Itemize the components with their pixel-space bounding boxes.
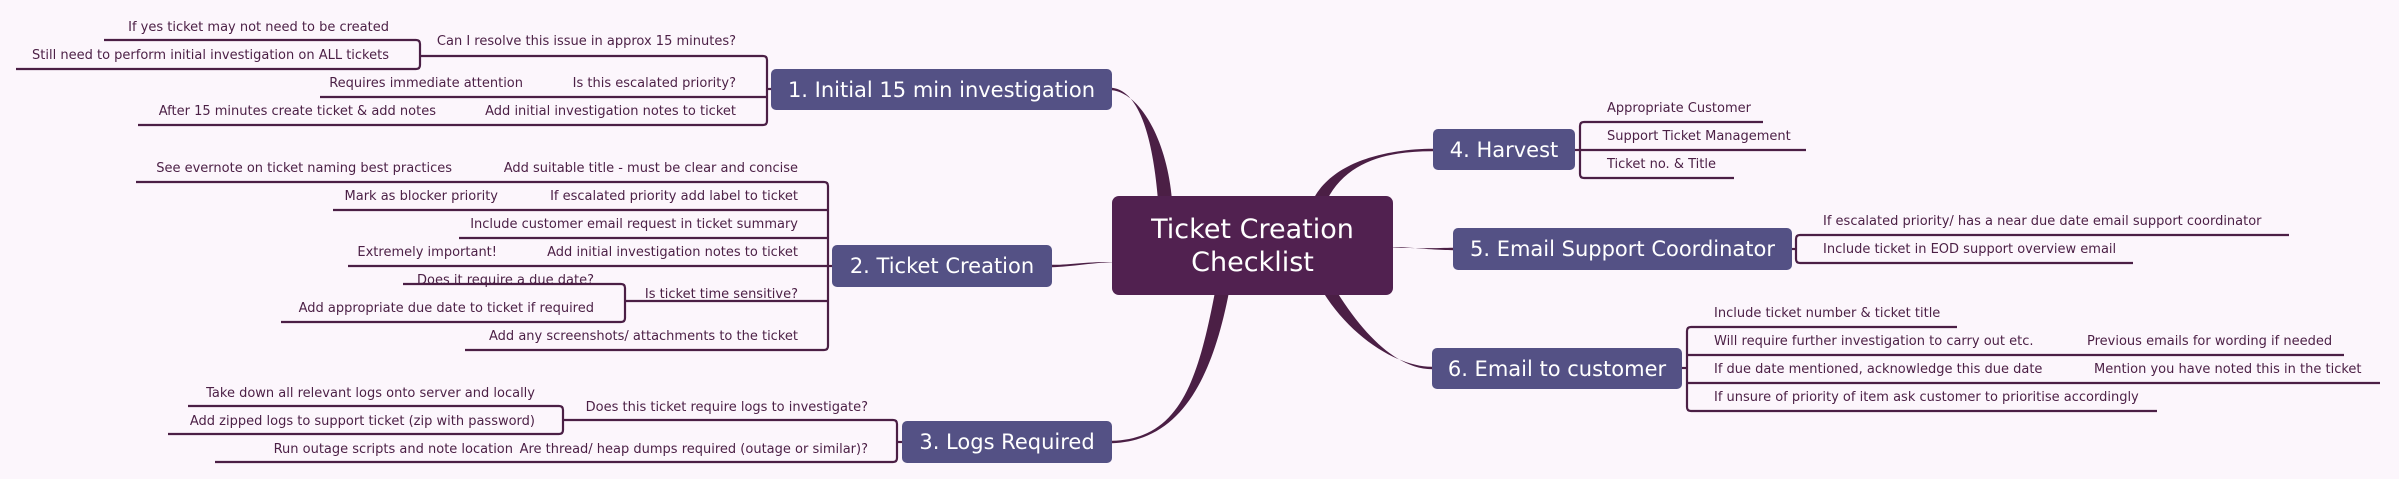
branch-harvest[interactable]: 4. Harvest bbox=[1433, 129, 1575, 170]
subtopic-outage-scripts[interactable]: Run outage scripts and note location bbox=[273, 442, 513, 457]
topic-add-initial-notes[interactable]: Add initial investigation notes to ticke… bbox=[485, 104, 736, 119]
connector-root-branch-6 bbox=[1323, 292, 1432, 370]
branch-initial-investigation[interactable]: 1. Initial 15 min investigation bbox=[771, 69, 1112, 110]
topic-acknowledge-due-date[interactable]: If due date mentioned, acknowledge this … bbox=[1714, 362, 2043, 377]
b1-sub1-underline bbox=[16, 64, 422, 71]
b3-underline bbox=[215, 457, 899, 464]
connector-root-branch-1 bbox=[1112, 87, 1172, 200]
topic-screenshots[interactable]: Add any screenshots/ attachments to the … bbox=[489, 329, 798, 344]
subtopic-blocker-priority[interactable]: Mark as blocker priority bbox=[344, 189, 498, 204]
branch-email-to-customer[interactable]: 6. Email to customer bbox=[1432, 348, 1682, 389]
root-title-line2: Checklist bbox=[1191, 246, 1314, 278]
topic-resolve-in-15[interactable]: Can I resolve this issue in approx 15 mi… bbox=[436, 34, 736, 49]
branch-ticket-creation[interactable]: 2. Ticket Creation bbox=[832, 245, 1052, 287]
topic-ticket-no-title[interactable]: Ticket no. & Title bbox=[1607, 157, 1716, 172]
connector-root-branch-2 bbox=[1052, 262, 1120, 268]
subtopic-evernote[interactable]: See evernote on ticket naming best pract… bbox=[156, 161, 452, 176]
topic-prioritise[interactable]: If unsure of priority of item ask custom… bbox=[1714, 390, 2139, 405]
topic-email-coordinator[interactable]: If escalated priority/ has a near due da… bbox=[1823, 214, 2262, 229]
root-node[interactable]: Ticket Creation Checklist bbox=[1112, 196, 1393, 295]
topic-time-sensitive[interactable]: Is ticket time sensitive? bbox=[644, 287, 798, 302]
topic-escalated-label[interactable]: If escalated priority add label to ticke… bbox=[550, 189, 798, 204]
subtopic-after-15-minutes[interactable]: After 15 minutes create ticket & add not… bbox=[158, 104, 436, 119]
subtopic-if-yes[interactable]: If yes ticket may not need to be created bbox=[128, 20, 389, 35]
topic-add-title[interactable]: Add suitable title - must be clear and c… bbox=[503, 161, 798, 176]
b6-underline bbox=[1685, 406, 2157, 413]
subtopic-extremely-important[interactable]: Extremely important! bbox=[357, 245, 497, 260]
b6-underline bbox=[1685, 325, 1957, 332]
b1-underline bbox=[420, 54, 769, 61]
subtopic-zipped-logs[interactable]: Add zipped logs to support ticket (zip w… bbox=[189, 414, 535, 429]
b3-sub1-underline bbox=[188, 404, 565, 411]
branch-label: 5. Email Support Coordinator bbox=[1469, 237, 1776, 261]
topic-appropriate-customer[interactable]: Appropriate Customer bbox=[1607, 101, 1751, 116]
topic-require-logs[interactable]: Does this ticket require logs to investi… bbox=[585, 400, 868, 415]
subtopic-previous-emails[interactable]: Previous emails for wording if needed bbox=[2087, 334, 2333, 349]
topic-add-initial-notes-2[interactable]: Add initial investigation notes to ticke… bbox=[547, 245, 798, 260]
branch-label: 3. Logs Required bbox=[919, 430, 1095, 454]
subtopic-still-need-investigation[interactable]: Still need to perform initial investigat… bbox=[32, 48, 389, 63]
branch-label: 1. Initial 15 min investigation bbox=[787, 77, 1096, 102]
subtopic-add-due-date[interactable]: Add appropriate due date to ticket if re… bbox=[298, 301, 594, 316]
topic-customer-email-summary[interactable]: Include customer email request in ticket… bbox=[470, 217, 798, 232]
b1-underline bbox=[138, 120, 769, 127]
b2-sub5-underline bbox=[403, 282, 627, 289]
topic-escalated-priority[interactable]: Is this escalated priority? bbox=[572, 76, 736, 91]
b3-underline bbox=[563, 418, 899, 425]
connector-root-branch-3 bbox=[1112, 292, 1229, 444]
topic-support-ticket-management[interactable]: Support Ticket Management bbox=[1607, 129, 1791, 144]
topic-further-investigation[interactable]: Will require further investigation to ca… bbox=[1714, 334, 2034, 349]
subtopic-requires-attention[interactable]: Requires immediate attention bbox=[329, 76, 523, 91]
b4-underline bbox=[1578, 120, 1763, 127]
topic-eod-overview[interactable]: Include ticket in EOD support overview e… bbox=[1823, 242, 2117, 257]
b3-sub1-underline bbox=[168, 429, 565, 436]
b5-underline bbox=[1794, 233, 2289, 240]
b2-sub5-underline bbox=[281, 317, 627, 324]
connector-root-branch-4 bbox=[1313, 148, 1433, 200]
subtopic-mention-noted[interactable]: Mention you have noted this in the ticke… bbox=[2094, 362, 2362, 377]
subtopic-take-down-logs[interactable]: Take down all relevant logs onto server … bbox=[206, 386, 535, 401]
b4-underline bbox=[1578, 173, 1734, 180]
branch-label: 2. Ticket Creation bbox=[849, 254, 1035, 278]
b5-underline bbox=[1794, 258, 2133, 265]
b1-sub1-underline bbox=[104, 38, 422, 45]
branch-logs-required[interactable]: 3. Logs Required bbox=[902, 421, 1112, 463]
root-title-line1: Ticket Creation bbox=[1151, 213, 1354, 245]
branch-label: 6. Email to customer bbox=[1447, 356, 1667, 381]
branch-email-support-coordinator[interactable]: 5. Email Support Coordinator bbox=[1453, 228, 1792, 270]
branch-label: 4. Harvest bbox=[1449, 137, 1559, 162]
connector-root-branch-5 bbox=[1389, 247, 1453, 251]
b2-underline bbox=[465, 345, 830, 352]
topic-thread-heap-dumps[interactable]: Are thread/ heap dumps required (outage … bbox=[519, 442, 868, 457]
b2-underline bbox=[136, 180, 830, 187]
subtopic-due-date-question[interactable]: Does it require a due date? bbox=[417, 273, 594, 288]
topic-include-ticket-number[interactable]: Include ticket number & ticket title bbox=[1714, 306, 1941, 321]
